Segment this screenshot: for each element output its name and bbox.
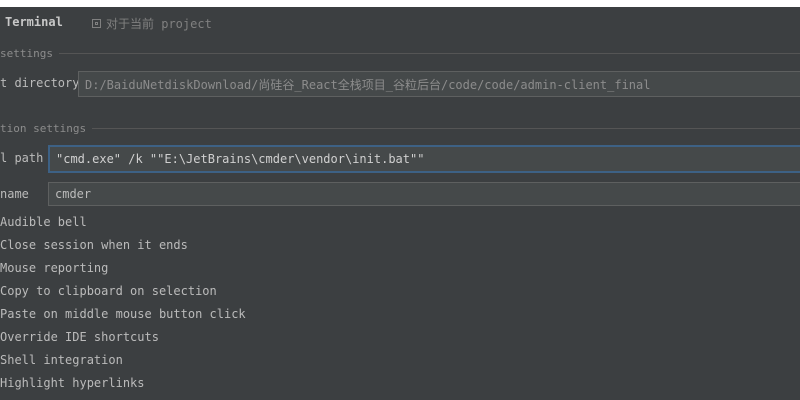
- start-directory-label: t directory: [0, 76, 80, 90]
- application-settings-header: tion settings: [0, 121, 800, 135]
- close-session-checkbox[interactable]: Close session when it ends: [0, 237, 188, 253]
- project-scope-icon: [92, 19, 101, 28]
- shell-path-input[interactable]: "cmd.exe" /k ""E:\JetBrains\cmder\vendor…: [48, 145, 800, 173]
- tab-name-value: cmder: [55, 187, 92, 201]
- copy-on-selection-checkbox[interactable]: Copy to clipboard on selection: [0, 283, 217, 299]
- option-label: Highlight hyperlinks: [0, 376, 145, 390]
- scope-label: 对于当前 project: [106, 17, 212, 31]
- audible-bell-checkbox[interactable]: Audible bell: [0, 214, 87, 230]
- tab-name-label: name: [0, 187, 29, 201]
- option-label: Override IDE shortcuts: [0, 330, 159, 344]
- project-settings-header: settings: [0, 46, 800, 60]
- option-label: Copy to clipboard on selection: [0, 284, 217, 298]
- highlight-hyperlinks-checkbox[interactable]: Highlight hyperlinks: [0, 375, 145, 391]
- page-title: Terminal: [5, 15, 63, 29]
- shell-path-value: "cmd.exe" /k ""E:\JetBrains\cmder\vendor…: [56, 152, 425, 166]
- start-directory-value: D:/BaiduNetdiskDownload/尚硅谷_React全栈项目_谷粒…: [85, 77, 651, 92]
- mouse-reporting-checkbox[interactable]: Mouse reporting: [0, 260, 108, 276]
- option-label: Audible bell: [0, 215, 87, 229]
- paste-middle-click-checkbox[interactable]: Paste on middle mouse button click: [0, 306, 246, 322]
- separator: [58, 52, 800, 54]
- section-title: settings: [0, 46, 53, 60]
- option-label: Paste on middle mouse button click: [0, 307, 246, 321]
- tab-name-input[interactable]: cmder: [48, 182, 800, 206]
- option-label: Shell integration: [0, 353, 123, 367]
- separator: [92, 127, 800, 129]
- shell-path-label: l path: [0, 151, 44, 165]
- start-directory-field[interactable]: D:/BaiduNetdiskDownload/尚硅谷_React全栈项目_谷粒…: [78, 71, 800, 97]
- option-label: Close session when it ends: [0, 238, 188, 252]
- shell-integration-checkbox[interactable]: Shell integration: [0, 352, 123, 368]
- top-border: [0, 0, 800, 7]
- option-label: Mouse reporting: [0, 261, 109, 275]
- section-title: tion settings: [0, 121, 87, 135]
- scope-indicator: 对于当前 project: [92, 15, 212, 32]
- override-ide-shortcuts-checkbox[interactable]: Override IDE shortcuts: [0, 329, 159, 345]
